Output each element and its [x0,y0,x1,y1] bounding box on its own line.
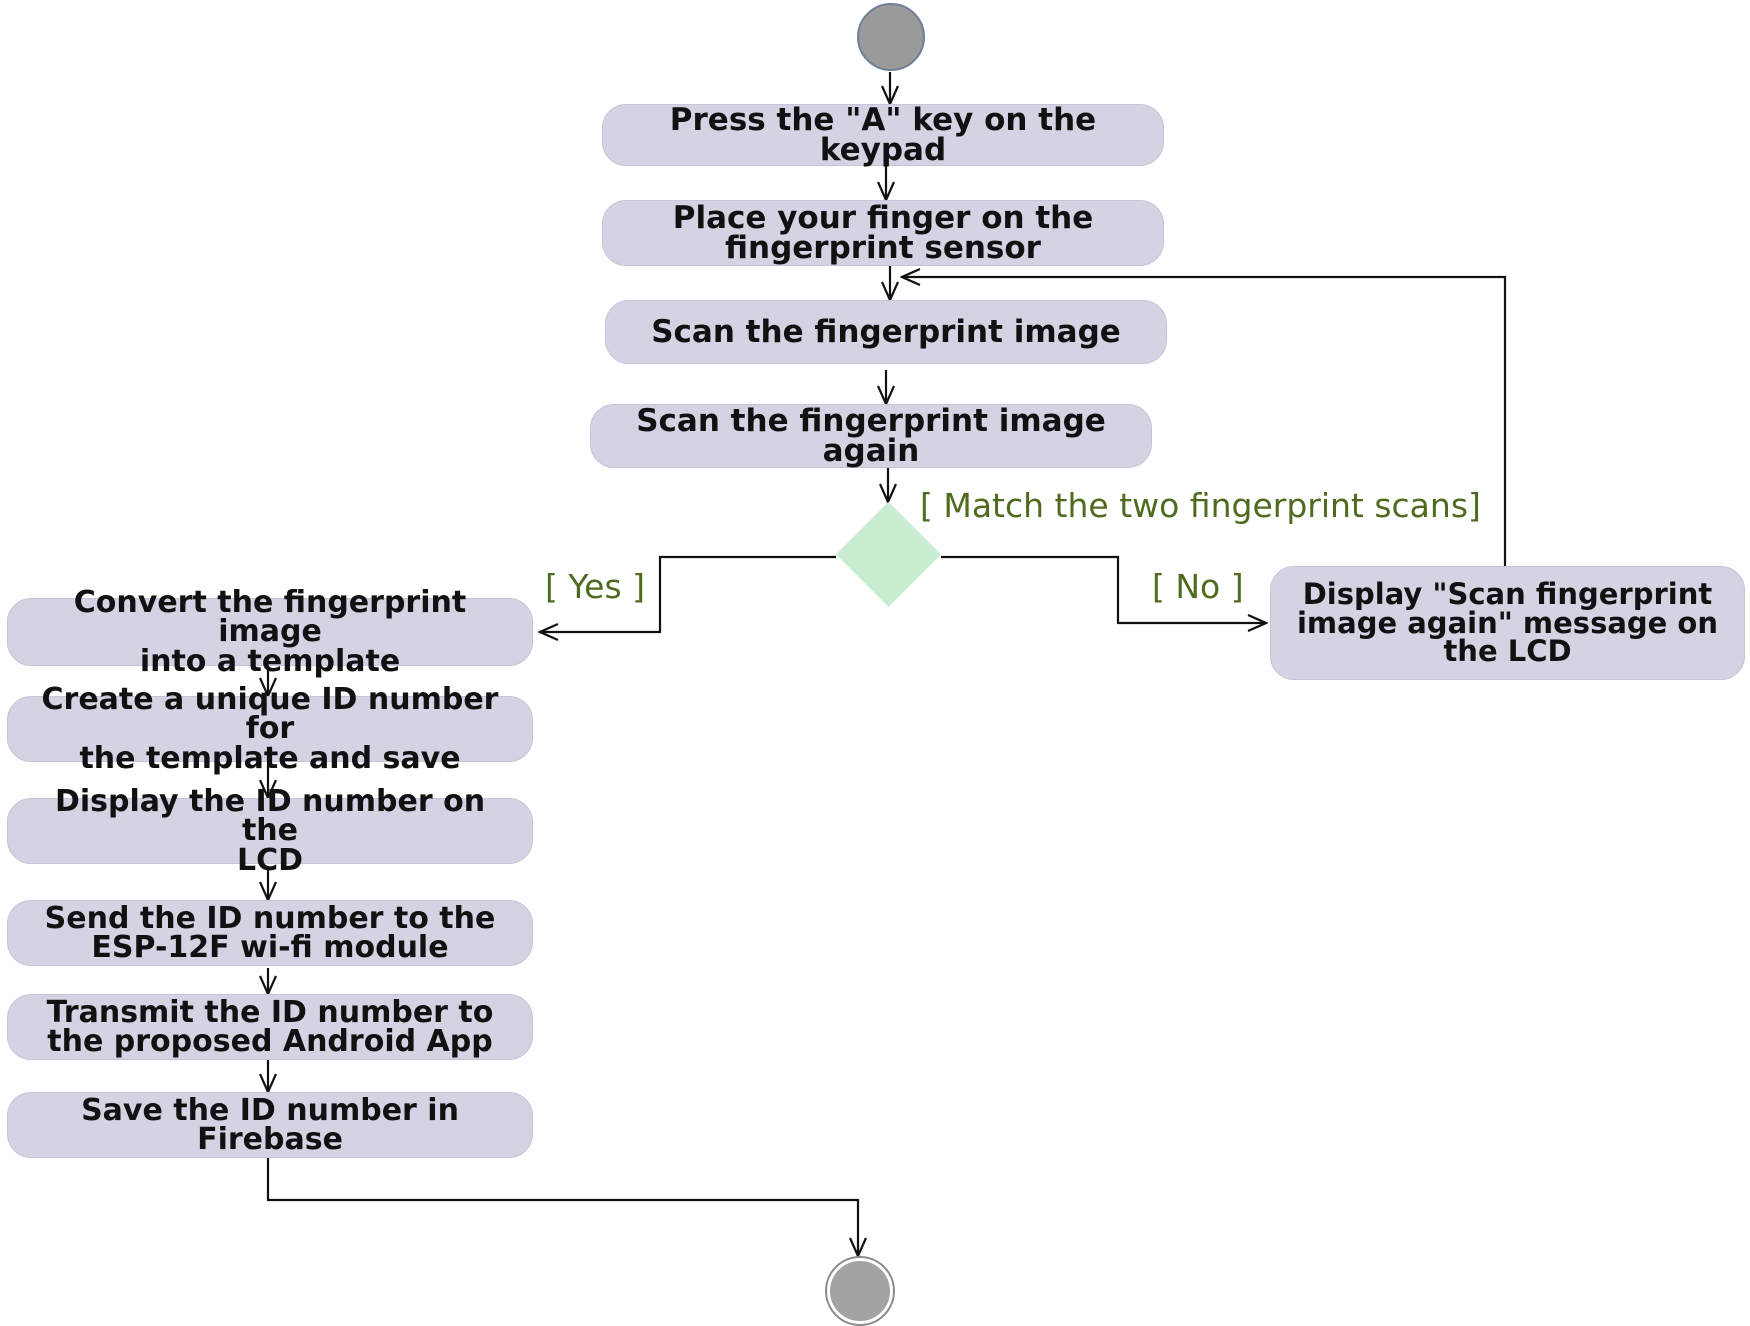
step-save-firebase: Save the ID number in Firebase [7,1092,533,1158]
guard-yes-label: [ Yes ] [545,567,645,606]
step-create-id: Create a unique ID number for the templa… [7,684,533,773]
initial-node [857,3,925,71]
flow-decision-no-branch [941,555,1266,623]
final-node [827,1258,893,1324]
guard-no-label: [ No ] [1152,567,1244,606]
step-scan-image: Scan the fingerprint image [605,300,1167,364]
flow-save-to-end [266,1158,858,1256]
step-display-rescan-message: Display "Scan fingerprint image again" m… [1270,566,1745,680]
step-place-finger: Place your finger on the fingerprint sen… [602,200,1164,266]
flow-decision-yes-branch [540,555,836,632]
decision-diamond [836,502,941,607]
step-send-id: Send the ID number to the ESP-12F wi-fi … [7,900,533,966]
step-display-id: Display the ID number on the LCD [7,786,533,875]
guard-match-label: [ Match the two fingerprint scans] [920,486,1481,525]
flow-rescan-loop [902,277,1507,566]
step-transmit-id: Transmit the ID number to the proposed A… [7,994,533,1060]
step-scan-again: Scan the fingerprint image again [590,404,1152,468]
step-press-key: Press the "A" key on the keypad [602,104,1164,166]
step-convert-template: Convert the fingerprint image into a tem… [7,587,533,676]
